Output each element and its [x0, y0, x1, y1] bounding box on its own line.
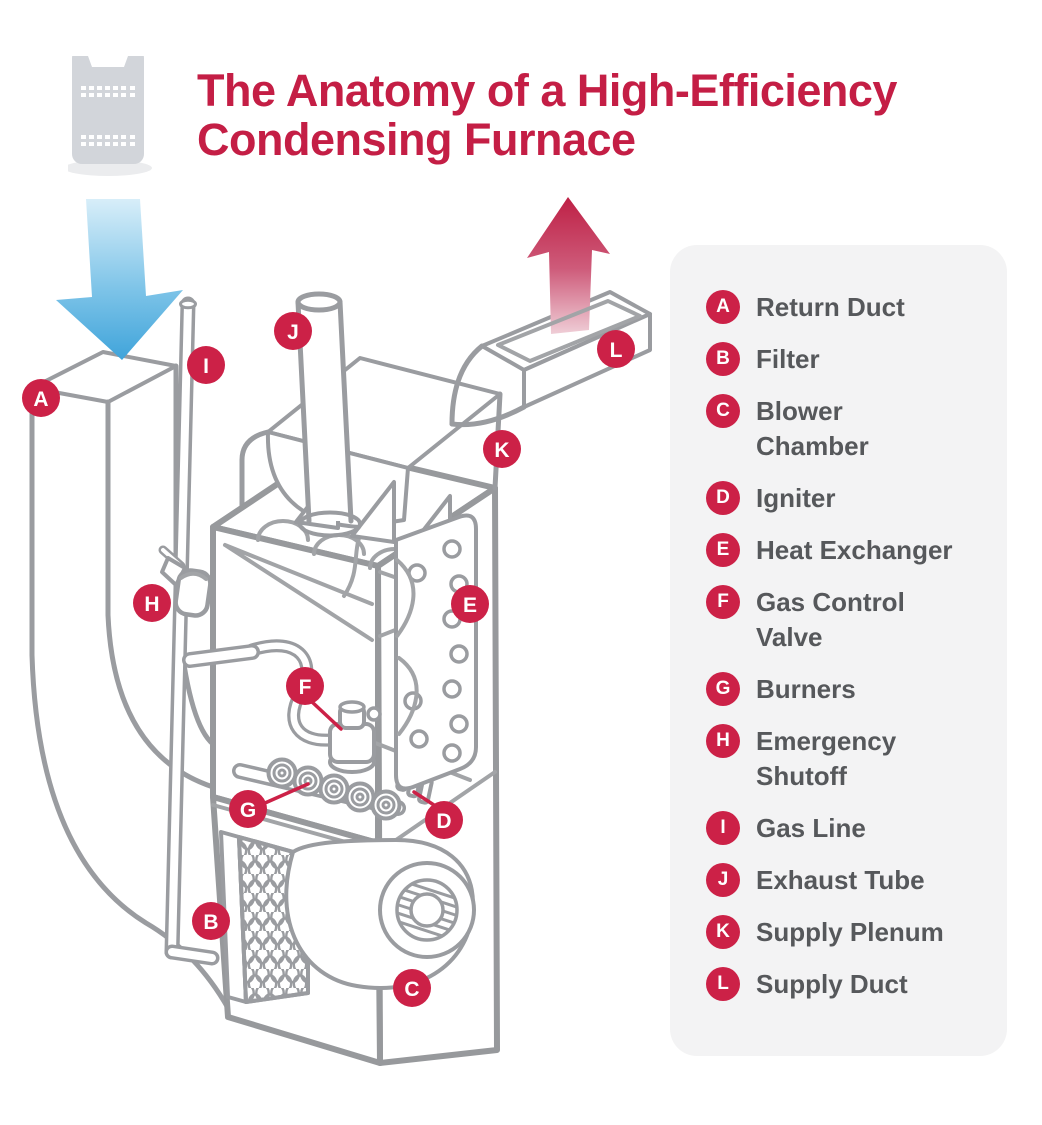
legend-badge-f: F	[706, 585, 740, 619]
legend-item-blower-chamber: C Blower Chamber	[706, 394, 987, 464]
legend-badge-k: K	[706, 915, 740, 949]
legend-label: Exhaust Tube	[756, 865, 925, 895]
gas-line	[164, 296, 220, 966]
legend-label: Emergency Shutoff	[756, 726, 897, 791]
diagram-badge-f: F	[286, 667, 324, 705]
legend-item-heat-exchanger: E Heat Exchanger	[706, 533, 987, 568]
diagram-badge-k: K	[483, 430, 521, 468]
diagram-badge-d: D	[425, 801, 463, 839]
legend-item-burners: G Burners	[706, 672, 987, 707]
legend-item-filter: B Filter	[706, 342, 987, 377]
diagram-badge-a: A	[22, 379, 60, 417]
legend-item-return-duct: A Return Duct	[706, 290, 987, 325]
svg-text:I: I	[203, 355, 209, 378]
burners	[266, 757, 402, 821]
legend-badge-b: B	[706, 342, 740, 376]
diagram-badge-b: B	[192, 902, 230, 940]
diagram-badge-h: H	[133, 584, 171, 622]
legend-label: Supply Duct	[756, 969, 908, 999]
svg-text:K: K	[494, 439, 509, 462]
page-title-line1: The Anatomy of a High-Efficiency	[197, 65, 897, 116]
legend-badge-a: A	[706, 290, 740, 324]
legend-badge-h: H	[706, 724, 740, 758]
legend-label: Gas Line	[756, 813, 866, 843]
legend-badge-e: E	[706, 533, 740, 567]
furnace-icon	[68, 48, 152, 176]
legend-label: Burners	[756, 674, 856, 704]
legend-label: Filter	[756, 344, 820, 374]
legend-label: Heat Exchanger	[756, 535, 953, 565]
legend-item-exhaust-tube: J Exhaust Tube	[706, 863, 987, 898]
diagram-badge-l: L	[597, 330, 635, 368]
case-back-edge	[239, 429, 271, 530]
svg-text:H: H	[144, 593, 159, 616]
legend-label: Supply Plenum	[756, 917, 944, 947]
diagram-badges: A B C D E F G H	[22, 312, 635, 1007]
icon-vent-dots	[81, 86, 135, 146]
legend-item-igniter: D Igniter	[706, 481, 987, 516]
cold-air-arrow-icon	[56, 199, 183, 360]
legend-item-gas-control-valve: F Gas Control Valve	[706, 585, 987, 655]
legend-badge-i: I	[706, 811, 740, 845]
diagram-badge-g: G	[229, 790, 267, 828]
diagram-badge-c: C	[393, 969, 431, 1007]
svg-text:G: G	[240, 799, 256, 822]
legend-item-supply-plenum: K Supply Plenum	[706, 915, 987, 950]
heat-exchanger	[378, 513, 478, 791]
diagram-badge-j: J	[274, 312, 312, 350]
svg-text:F: F	[299, 676, 312, 699]
blower	[284, 838, 476, 990]
return-duct	[29, 350, 231, 1011]
svg-text:D: D	[436, 810, 451, 833]
legend-item-gas-line: I Gas Line	[706, 811, 987, 846]
page-title-line2: Condensing Furnace	[197, 114, 636, 165]
legend-label: Blower Chamber	[756, 396, 869, 461]
diagram-badge-i: I	[187, 346, 225, 384]
legend-item-emergency-shutoff: H Emergency Shutoff	[706, 724, 987, 794]
legend-badge-j: J	[706, 863, 740, 897]
svg-text:C: C	[404, 978, 419, 1001]
warm-air-arrow-icon	[527, 197, 610, 334]
diagram-badge-e: E	[451, 585, 489, 623]
svg-text:A: A	[33, 388, 48, 411]
legend-label: Return Duct	[756, 292, 905, 322]
page-title: The Anatomy of a High-Efficiency Condens…	[197, 66, 1017, 164]
svg-text:B: B	[203, 911, 218, 934]
legend-panel: A Return Duct B Filter C Blower Chamber …	[670, 245, 1007, 1056]
legend-item-supply-duct: L Supply Duct	[706, 967, 987, 1002]
gas-control-valve	[328, 700, 382, 774]
legend-label: Gas Control Valve	[756, 587, 905, 652]
svg-text:E: E	[463, 594, 477, 617]
legend-badge-c: C	[706, 394, 740, 428]
emergency-shutoff-valve	[158, 545, 213, 618]
svg-text:J: J	[287, 321, 299, 344]
legend-badge-l: L	[706, 967, 740, 1001]
legend-label: Igniter	[756, 483, 836, 513]
svg-text:L: L	[610, 339, 623, 362]
icon-handle-slot	[94, 54, 122, 67]
icon-shadow	[68, 160, 152, 176]
legend-badge-g: G	[706, 672, 740, 706]
legend-badge-d: D	[706, 481, 740, 515]
